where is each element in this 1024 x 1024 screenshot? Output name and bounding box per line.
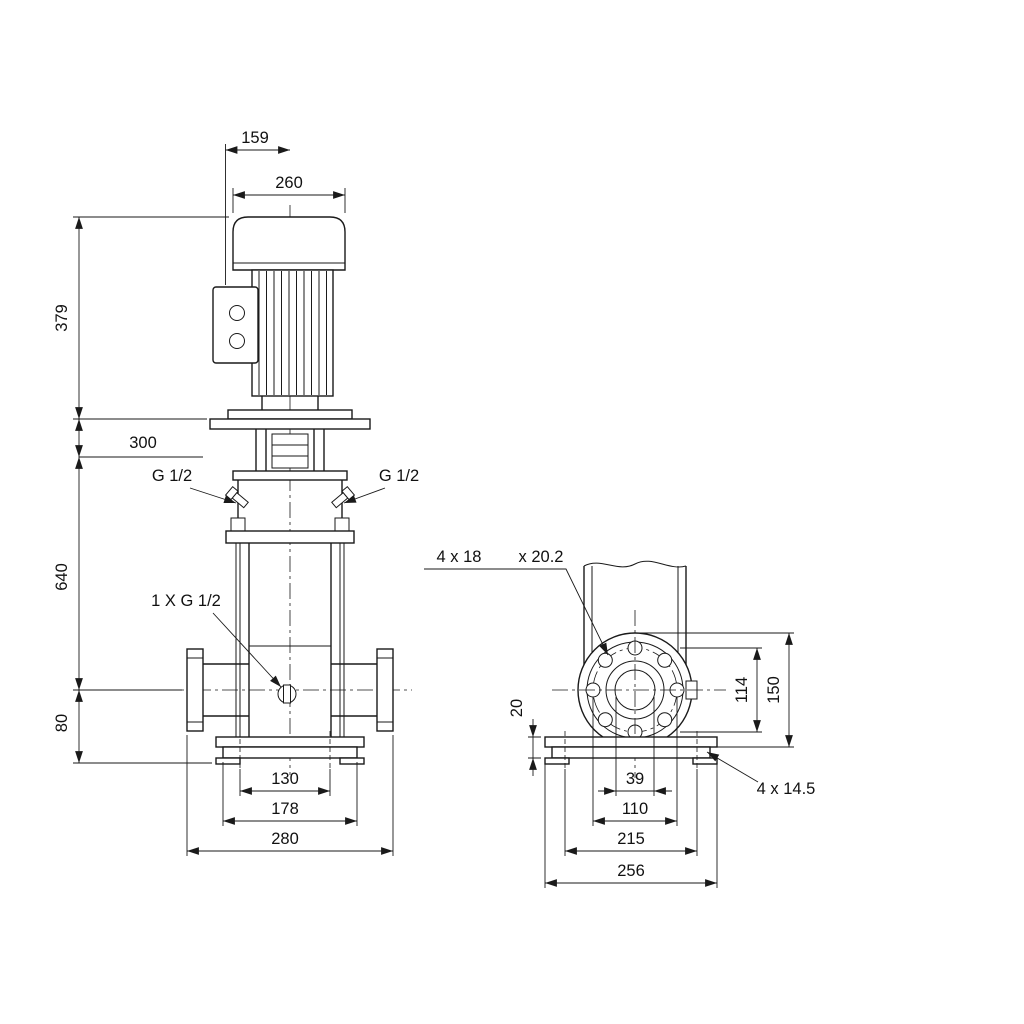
dim-label-110: 110 [622, 800, 648, 818]
drain-label: 1 X G 1/2 [151, 592, 221, 610]
coupling-stool [255, 429, 325, 471]
pump-base-side [544, 731, 718, 769]
dim-280: 280 [186, 735, 394, 856]
tie-rod-nut-right [334, 517, 350, 532]
dim-label-260: 260 [275, 174, 303, 192]
dim-110: 110 [592, 697, 678, 826]
suction-discharge-ports [186, 648, 394, 732]
dim-215: 215 [564, 769, 698, 856]
dim-130: 130 [239, 769, 331, 796]
label-port-right: G 1/2 [343, 467, 419, 504]
base-holes-label: 4 x 14.5 [757, 780, 816, 798]
port-flange-right [376, 648, 394, 732]
dim-260: 260 [232, 174, 346, 213]
dim-label-20: 20 [508, 699, 526, 717]
dim-label-256: 256 [617, 862, 645, 880]
dim-379: 379 [53, 216, 229, 419]
dim-150: 150 [640, 632, 794, 748]
dim-label-280: 280 [271, 830, 299, 848]
motor-fins [258, 271, 327, 395]
dim-300: 300 [73, 418, 207, 458]
label-flange-holes: 4 x 18 x 20.2 [424, 548, 609, 656]
motor [209, 216, 371, 430]
flange-holes-label: 4 x 18 [437, 548, 482, 566]
dim-640: 640 [53, 457, 83, 690]
cable-entry-top [229, 305, 245, 321]
chamber-stack [235, 543, 345, 737]
dim-80: 80 [53, 689, 212, 764]
base-bolt-centerlines-side [564, 731, 698, 769]
tie-rod-nut-left [230, 517, 246, 532]
base-bolt-centerlines [239, 731, 331, 769]
dim-label-114: 114 [733, 677, 751, 703]
dim-label-300: 300 [129, 434, 157, 452]
label-drain: 1 X G 1/2 [151, 592, 282, 688]
dim-label-178: 178 [271, 800, 299, 818]
dim-20: 20 [508, 699, 541, 776]
port-flange-left [186, 648, 204, 732]
drain-plug [277, 684, 297, 704]
dim-label-640: 640 [53, 563, 71, 591]
coupling [271, 433, 309, 469]
dim-label-379: 379 [53, 304, 71, 332]
dim-label-39: 39 [626, 770, 644, 788]
pump-head [224, 470, 356, 544]
dim-label-159: 159 [241, 129, 269, 147]
dim-159: 159 [225, 129, 290, 285]
dim-256: 256 [544, 763, 718, 888]
dim-label-215: 215 [617, 830, 645, 848]
break-line [583, 560, 687, 568]
hole-depth-label: x 20.2 [519, 548, 564, 566]
motor-flange [227, 409, 353, 420]
tie-rods [235, 543, 345, 737]
motor-fan-cover [232, 216, 346, 271]
pump-base-front [215, 731, 365, 769]
dim-label-150: 150 [765, 676, 783, 704]
cable-entry-bottom [229, 333, 245, 349]
dim-label-130: 130 [271, 770, 299, 788]
dim-39: 39 [598, 697, 672, 796]
motor-stool-plate [209, 418, 371, 430]
port-label-left: G 1/2 [152, 467, 192, 485]
label-base-holes: 4 x 14.5 [706, 751, 816, 798]
port-label-right: G 1/2 [379, 467, 419, 485]
dim-178: 178 [222, 762, 358, 826]
dim-label-80: 80 [53, 714, 71, 732]
dim-114: 114 [680, 647, 762, 733]
label-port-left: G 1/2 [152, 467, 237, 504]
terminal-box [212, 286, 259, 364]
motor-body [251, 269, 334, 397]
